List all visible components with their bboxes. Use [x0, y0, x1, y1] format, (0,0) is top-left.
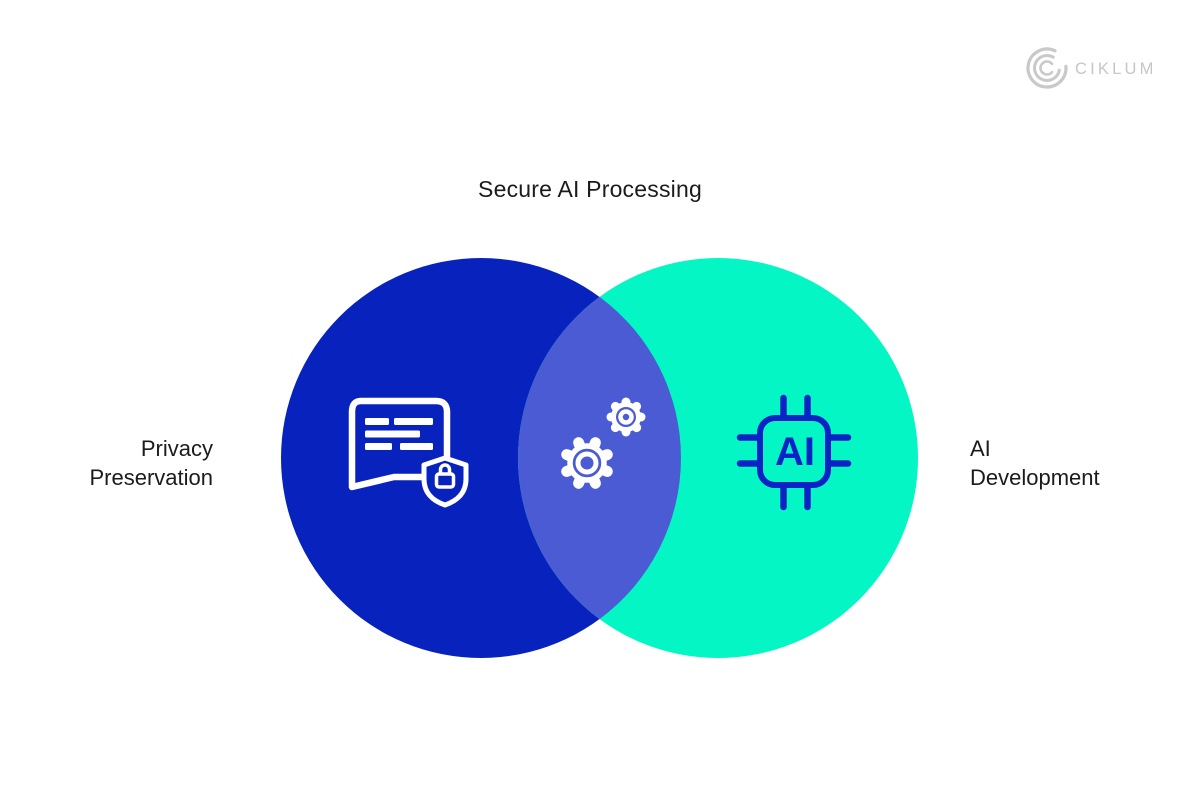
ciklum-logo: CIKLUM	[1026, 47, 1157, 89]
chip-ai-text: AI	[775, 430, 815, 474]
right-circle-label: AI Development	[970, 434, 1100, 492]
left-circle-label: Privacy Preservation	[89, 434, 213, 492]
chat-text-lines	[365, 418, 433, 450]
chip-body	[757, 415, 831, 488]
ciklum-concentric-c-icon	[1026, 47, 1068, 89]
lock-body	[434, 472, 456, 489]
chat-shield-lock-icon	[348, 397, 469, 508]
big-gear	[561, 437, 613, 489]
ciklum-wordmark: CIKLUM	[1075, 60, 1157, 78]
chip-pins	[736, 394, 852, 511]
gears-icon	[561, 397, 646, 489]
right-circle-label-line1: AI	[970, 436, 991, 461]
lock-shackle	[438, 463, 452, 474]
page-title: Secure AI Processing	[478, 176, 702, 202]
left-circle-label-line1: Privacy	[140, 436, 213, 461]
small-gear	[606, 397, 646, 437]
left-circle-label-line2: Preservation	[89, 465, 213, 490]
ai-chip-icon: AI	[736, 394, 852, 511]
shield-icon	[421, 455, 469, 508]
right-circle-label-line2: Development	[970, 465, 1100, 490]
